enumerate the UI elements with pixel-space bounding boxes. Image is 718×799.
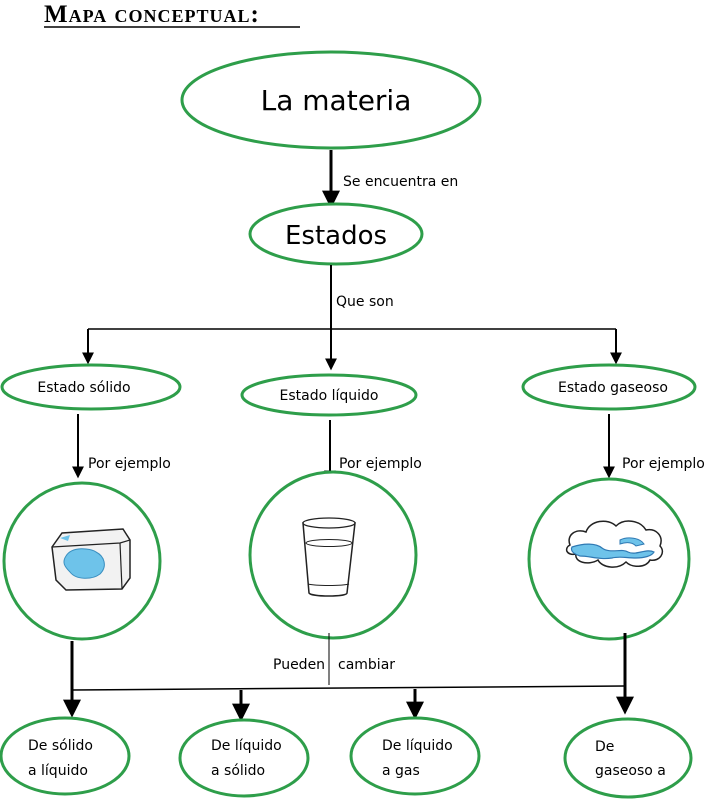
node-liquido-a-solido <box>178 718 310 798</box>
node-liquido-a-gas <box>349 716 481 796</box>
node-estados <box>248 202 424 266</box>
node-estado-gaseoso-label: Estado gaseoso <box>558 380 668 396</box>
node-liquido-a-solido-line2: a sólido <box>211 763 265 779</box>
cloud-icon <box>565 520 664 568</box>
ice-cube-icon <box>51 528 131 591</box>
link-por-ejemplo-1: Por ejemplo <box>88 456 171 472</box>
node-liquido-a-solido-line1: De líquido <box>211 738 282 754</box>
node-gaseoso-a-line1: De <box>595 739 614 755</box>
node-la-materia <box>180 50 482 150</box>
node-solido-a-liquido-line1: De sólido <box>28 738 93 754</box>
node-liquido-a-gas-line1: De líquido <box>382 738 453 754</box>
node-la-materia-label: La materia <box>261 84 412 117</box>
link-se-encuentra-en: Se encuentra en <box>343 174 458 190</box>
node-gaseoso-a-label: De gaseoso a <box>595 739 666 779</box>
node-solido-a-liquido <box>0 716 131 796</box>
node-estados-label: Estados <box>285 221 387 251</box>
node-liquido-a-gas-label: De líquido a gas <box>382 738 457 779</box>
link-por-ejemplo-3: Por ejemplo <box>622 456 705 472</box>
link-pueden: Pueden <box>273 657 325 673</box>
node-solido-a-liquido-line2: a líquido <box>28 763 88 779</box>
node-gaseoso-a-line2: gaseoso a <box>595 763 666 779</box>
node-estado-gaseoso <box>521 363 697 411</box>
link-por-ejemplo-2: Por ejemplo <box>339 456 422 472</box>
node-liquido-a-solido-label: De líquido a sólido <box>211 738 286 779</box>
node-liquido-a-gas-line2: a gas <box>382 763 420 779</box>
branch-line-changes <box>71 685 626 691</box>
link-cambiar: cambiar <box>338 657 395 673</box>
map-title: Mapa conceptual: <box>44 1 260 28</box>
water-glass-icon <box>302 517 356 597</box>
node-estado-solido-label: Estado sólido <box>37 380 130 396</box>
node-estado-liquido <box>240 373 418 417</box>
node-gaseoso-a <box>563 717 693 799</box>
node-estado-liquido-label: Estado líquido <box>280 388 379 404</box>
link-que-son: Que son <box>336 294 394 310</box>
node-estado-solido <box>0 363 182 411</box>
node-solido-a-liquido-label: De sólido a líquido <box>28 738 97 779</box>
